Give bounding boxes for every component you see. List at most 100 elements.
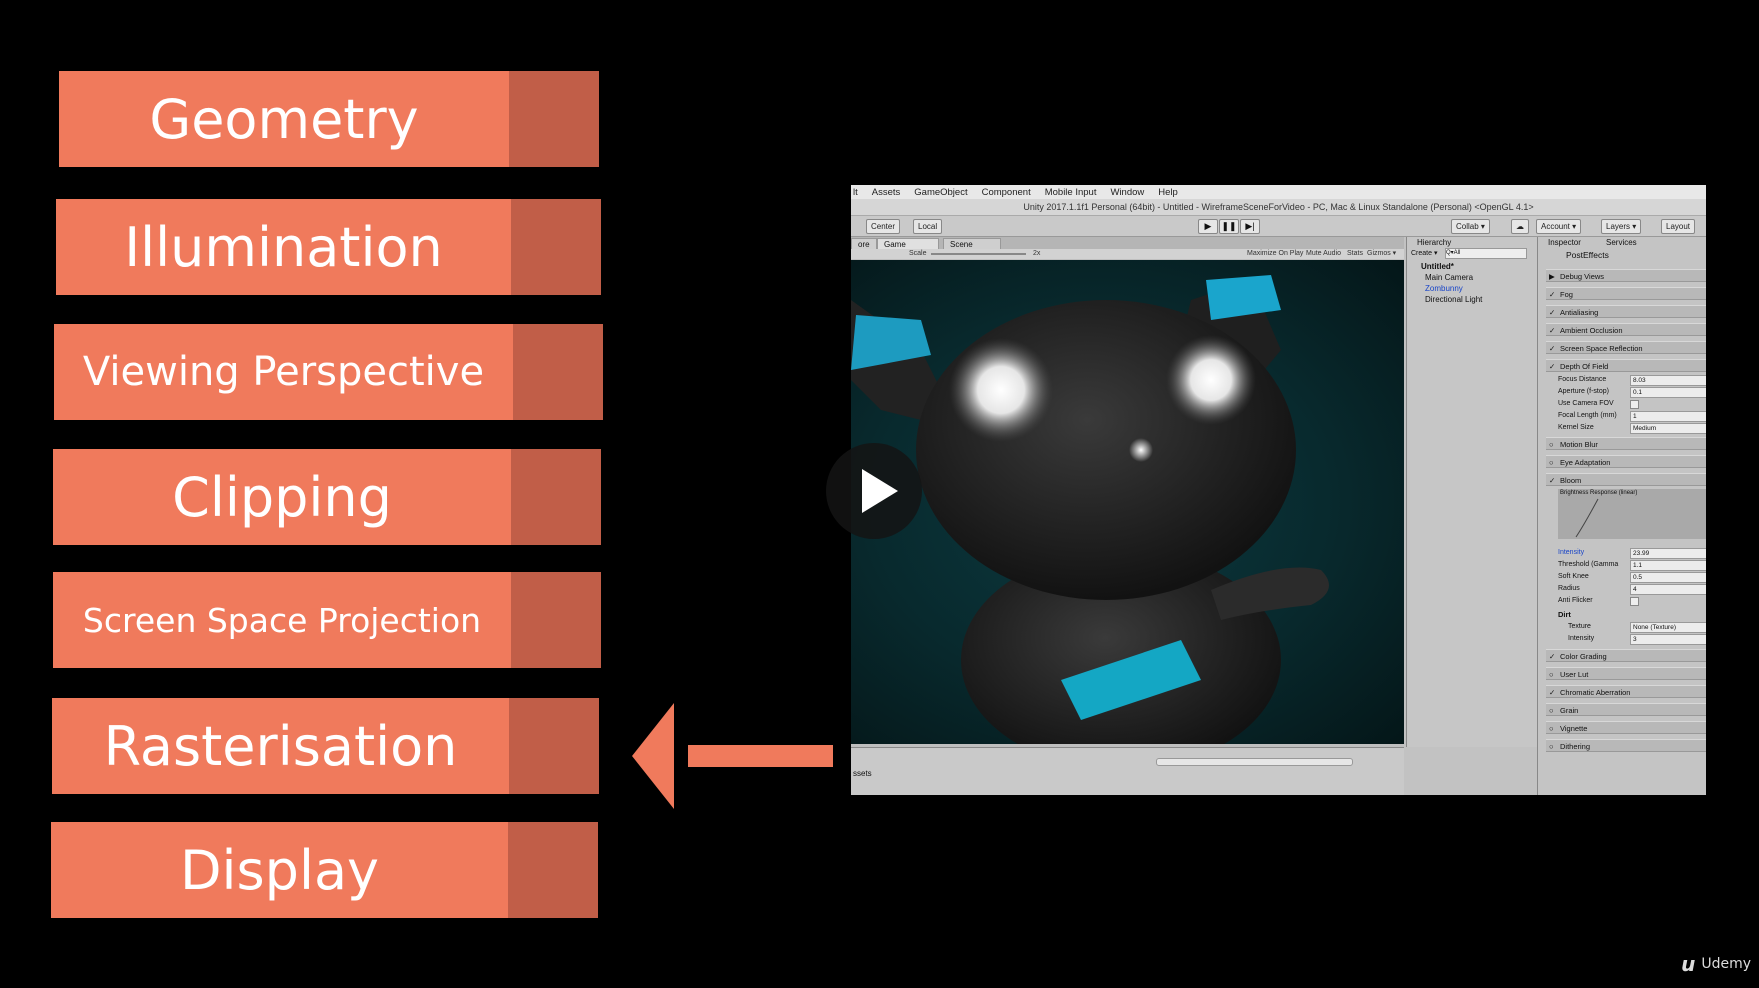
section-label: Color Grading (1560, 652, 1607, 661)
checkbox-icon[interactable]: ○ (1549, 706, 1554, 715)
section-eye-adaptation[interactable]: ○Eye Adaptation (1546, 455, 1706, 468)
checkbox-icon[interactable]: ○ (1549, 670, 1554, 679)
collab-button[interactable]: Collab ▾ (1451, 219, 1490, 234)
checkbox-checked-icon[interactable]: ✓ (1549, 476, 1556, 485)
menu-item-component[interactable]: Component (981, 186, 1031, 198)
prop-value[interactable]: 23.99 (1630, 548, 1706, 559)
mute-audio-toggle[interactable]: Mute Audio (1306, 250, 1342, 257)
section-dithering[interactable]: ○Dithering (1546, 739, 1706, 752)
layers-button[interactable]: Layers ▾ (1601, 219, 1642, 234)
maximize-on-play-toggle[interactable]: Maximize On Play (1247, 250, 1304, 257)
checkbox-checked-icon[interactable]: ✓ (1549, 326, 1556, 335)
prop-value[interactable]: 8.03 (1630, 375, 1706, 386)
section-bloom[interactable]: ✓Bloom (1546, 473, 1706, 486)
project-scrollbar[interactable] (1156, 758, 1353, 766)
checkbox[interactable] (1630, 597, 1639, 606)
checkbox-checked-icon[interactable]: ✓ (1549, 362, 1556, 371)
create-dropdown[interactable]: Create ▾ (1411, 250, 1438, 257)
checkbox[interactable] (1630, 400, 1639, 409)
prop-label: Threshold (Gamma (1558, 561, 1619, 568)
section-fog[interactable]: ✓ Fog (1546, 287, 1706, 300)
prop-value[interactable]: None (Texture) (1630, 622, 1706, 633)
assets-label: ssets (853, 769, 872, 778)
menu-item-assets[interactable]: Assets (871, 186, 901, 198)
checkbox-checked-icon[interactable]: ✓ (1549, 308, 1556, 317)
checkbox-checked-icon[interactable]: ✓ (1549, 290, 1556, 299)
cloud-icon[interactable]: ☁ (1511, 219, 1529, 234)
udemy-logo-icon: u (1681, 952, 1696, 976)
tab-services[interactable]: Services (1606, 238, 1637, 247)
section-color-grading[interactable]: ✓ Color Grading (1546, 649, 1706, 662)
hierarchy-search[interactable]: Q▾All (1445, 248, 1527, 259)
play-icon[interactable]: ▶ (1198, 219, 1218, 234)
section-debug-views[interactable]: ▶Debug Views (1546, 269, 1706, 282)
section-user-lut[interactable]: ○User Lut (1546, 667, 1706, 680)
menu-item-help[interactable]: Help (1158, 186, 1178, 198)
stage-shade (513, 324, 603, 420)
pivot-center-button[interactable]: Center (866, 219, 901, 234)
section-label: Chromatic Aberration (1560, 688, 1631, 697)
section-label: Fog (1560, 290, 1573, 299)
layout-button[interactable]: Layout (1661, 219, 1696, 234)
step-icon[interactable]: ▶| (1240, 219, 1260, 234)
prop-value[interactable]: 4 (1630, 584, 1706, 595)
prop-value[interactable]: 0.5 (1630, 572, 1706, 583)
hierarchy-item[interactable]: Main Camera (1425, 273, 1474, 282)
menu-item[interactable]: lt (853, 186, 858, 198)
prop-value[interactable]: Medium (1630, 423, 1706, 434)
section-vignette[interactable]: ○ Vignette (1546, 721, 1706, 734)
section-motion-blur[interactable]: ○Motion Blur (1546, 437, 1706, 450)
pivot-local-button[interactable]: Local (913, 219, 943, 234)
tab-hierarchy[interactable]: Hierarchy (1417, 238, 1452, 247)
checkbox-icon[interactable]: ○ (1549, 458, 1554, 467)
game-viewport[interactable] (851, 260, 1404, 744)
tab-partial[interactable]: ore (851, 238, 877, 250)
menu-item-gameobject[interactable]: GameObject (914, 186, 968, 198)
menu-item-mobile-input[interactable]: Mobile Input (1044, 186, 1097, 198)
hierarchy-item[interactable]: Zombunny (1425, 284, 1463, 293)
section-ambient-occlusion[interactable]: ✓Ambient Occlusion (1546, 323, 1706, 336)
stage-label: Illumination (124, 215, 443, 279)
section-depth-of-field[interactable]: ✓Depth Of Field (1546, 359, 1706, 372)
section-grain[interactable]: ○Grain (1546, 703, 1706, 716)
section-chromatic-aberration[interactable]: ✓ Chromatic Aberration (1546, 685, 1706, 698)
object-name: PostEffects (1566, 250, 1609, 260)
hierarchy-item[interactable]: Directional Light (1425, 295, 1483, 304)
section-label: Vignette (1560, 724, 1588, 733)
prop-label: Aperture (f-stop) (1558, 388, 1609, 395)
stage-geometry: Geometry (59, 71, 599, 167)
account-button[interactable]: Account ▾ (1536, 219, 1582, 234)
prop-value[interactable]: 3 (1630, 634, 1706, 645)
stats-toggle[interactable]: Stats (1347, 250, 1363, 257)
prop-value[interactable]: 1 (1630, 411, 1706, 422)
checkbox-icon[interactable]: ○ (1549, 724, 1554, 733)
stage-shade (509, 698, 599, 794)
stage-shade (508, 822, 598, 918)
stage-viewing-perspective: Viewing Perspective (54, 324, 603, 420)
tab-scene[interactable]: Scene (943, 238, 1001, 250)
tab-game[interactable]: Game (877, 238, 939, 250)
bloom-curve-graph: Brightness Response (linear) (1558, 489, 1706, 539)
prop-label: Focal Length (mm) (1558, 412, 1617, 419)
checkbox-checked-icon[interactable]: ✓ (1549, 652, 1556, 661)
gizmos-dropdown[interactable]: Gizmos ▾ (1367, 250, 1397, 257)
tab-inspector[interactable]: Inspector (1548, 238, 1581, 247)
scale-slider[interactable] (931, 253, 1026, 255)
menu-item-window[interactable]: Window (1110, 186, 1145, 198)
scene-root[interactable]: Untitled* (1421, 262, 1454, 271)
section-screen-space-reflection[interactable]: ✓Screen Space Reflection (1546, 341, 1706, 354)
pause-icon[interactable]: ❚❚ (1219, 219, 1239, 234)
prop-value[interactable]: 0.1 (1630, 387, 1706, 398)
checkbox-checked-icon[interactable]: ✓ (1549, 688, 1556, 697)
stage-label: Viewing Perspective (82, 349, 485, 395)
checkbox-icon[interactable]: ○ (1549, 742, 1554, 751)
bloom-curve-label: Brightness Response (linear) (1560, 490, 1638, 496)
video-play-button[interactable] (826, 443, 922, 539)
prop-value[interactable]: 1.1 (1630, 560, 1706, 571)
section-antialiasing[interactable]: ✓Antialiasing (1546, 305, 1706, 318)
prop-label: Use Camera FOV (1558, 400, 1614, 407)
checkbox-icon[interactable]: ○ (1549, 440, 1554, 449)
checkbox-checked-icon[interactable]: ✓ (1549, 344, 1556, 353)
